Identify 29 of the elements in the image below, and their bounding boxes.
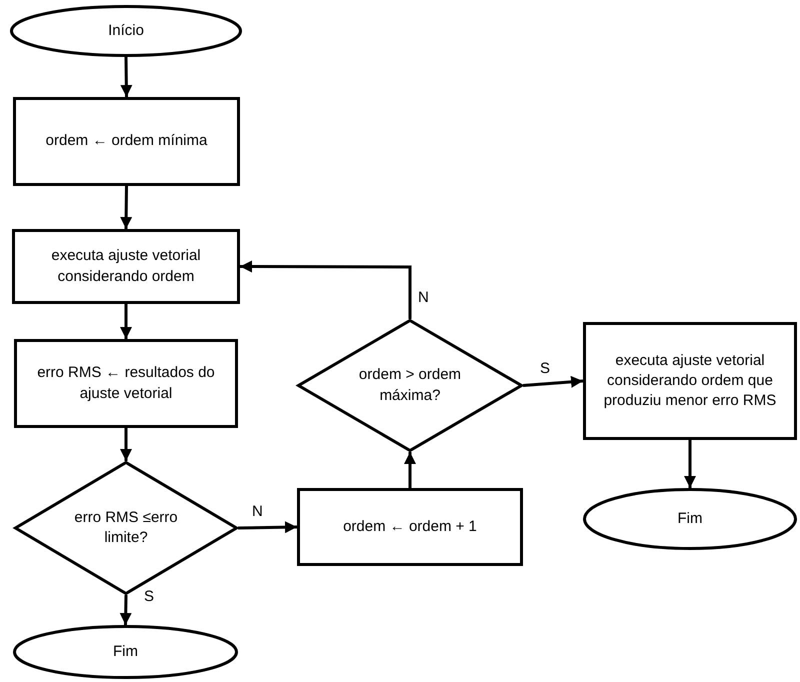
node-label: erro RMS ← resultados do ajuste vetorial bbox=[36, 363, 216, 404]
node-label: Início bbox=[108, 20, 144, 41]
end-terminal bbox=[13, 625, 238, 679]
arrow bbox=[120, 304, 132, 339]
process-box bbox=[297, 488, 523, 566]
node-label: executa ajuste vetorial considerando ordem bbox=[50, 246, 202, 286]
arrow bbox=[684, 440, 696, 488]
process-box bbox=[13, 97, 240, 186]
node-label: executa ajuste vetorial considerando ordem que produziu menor erro RMS bbox=[602, 350, 778, 412]
node-label: ordem ← ordem mínima bbox=[46, 131, 208, 152]
arrow bbox=[120, 594, 132, 626]
arrow bbox=[404, 452, 416, 488]
node-label: erro RMS ≤erro limite? bbox=[74, 508, 178, 548]
arrow bbox=[238, 521, 298, 534]
arrow bbox=[120, 56, 132, 98]
start-terminal bbox=[10, 5, 242, 57]
arrow bbox=[120, 428, 132, 461]
end-terminal bbox=[583, 488, 797, 550]
node-label: ordem ← ordem + 1 bbox=[343, 516, 477, 537]
node-label: ordem > ordem máxima? bbox=[358, 365, 462, 406]
arrow bbox=[522, 376, 584, 388]
process-box bbox=[583, 322, 797, 440]
process-box bbox=[14, 339, 238, 428]
node-label: Fim bbox=[678, 508, 702, 529]
process-box bbox=[12, 229, 240, 304]
node-label: Fim bbox=[113, 642, 138, 662]
decision-diamond bbox=[297, 319, 523, 452]
arrow bbox=[240, 260, 412, 319]
arrow bbox=[120, 186, 132, 230]
